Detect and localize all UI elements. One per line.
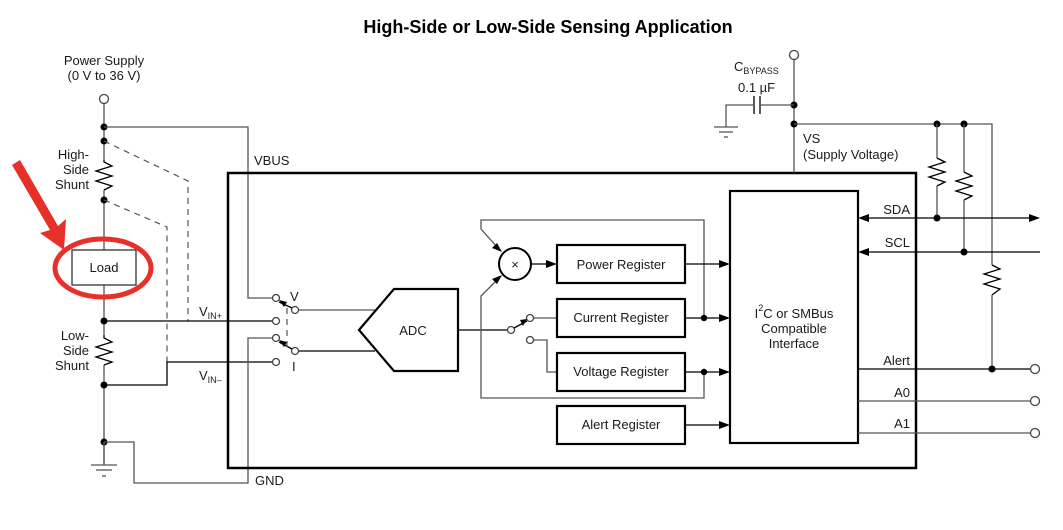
adc-label: ADC xyxy=(399,323,426,338)
current-feedback-wire xyxy=(480,219,705,318)
low-side-label-2: Side xyxy=(63,343,89,358)
switch-to-voltage-wire xyxy=(534,339,557,373)
vin-plus-label: VIN+ xyxy=(199,304,222,321)
interface-label-line3: Interface xyxy=(769,336,820,351)
register-to-interface-wires xyxy=(685,260,730,429)
mux-label-i: I xyxy=(292,359,296,374)
vbus-wire xyxy=(104,126,275,299)
low-side-label-1: Low- xyxy=(61,328,89,343)
low-side-shunt-resistor xyxy=(93,335,115,366)
voltage-register-block xyxy=(555,351,687,393)
mux-label-v: V xyxy=(290,289,299,304)
multiplier-label: × xyxy=(511,257,519,272)
vin-minus-label: VIN– xyxy=(199,368,222,385)
junction-dot xyxy=(933,214,941,222)
arrow-head xyxy=(858,248,869,256)
interface-label-line1: I2C or SMBus xyxy=(755,303,834,321)
power-supply-range: (0 V to 36 V) xyxy=(68,68,141,83)
a1-terminal xyxy=(1029,427,1041,439)
i2c-smbus-interface-block xyxy=(728,189,860,445)
junction-dot xyxy=(988,365,996,373)
cbypass-label: CBYPASS xyxy=(734,59,779,76)
high-side-label-3: Shunt xyxy=(55,177,89,192)
a0-label: A0 xyxy=(894,385,910,400)
power-supply-label: Power Supply xyxy=(64,53,145,68)
load-label: Load xyxy=(90,260,119,275)
sda-label: SDA xyxy=(883,202,910,217)
ic-package-outline xyxy=(226,171,918,470)
power-register-label: Power Register xyxy=(577,257,667,272)
current-register-label: Current Register xyxy=(573,310,669,325)
arrow-head xyxy=(858,214,869,222)
high-side-sense-dashed-2 xyxy=(103,199,168,362)
arrow-head xyxy=(492,275,502,284)
a1-label: A1 xyxy=(894,416,910,431)
scl-label: SCL xyxy=(885,235,910,250)
power-register-block xyxy=(555,243,687,285)
arrow-head xyxy=(1029,214,1040,222)
high-side-shunt-resistor xyxy=(93,160,115,191)
alert-pullup-resistor xyxy=(981,264,1003,296)
current-register-block xyxy=(555,297,687,339)
scl-pullup-resistor xyxy=(953,171,975,201)
bypass-capacitor xyxy=(714,96,794,138)
high-side-label-1: High- xyxy=(58,147,89,162)
annotation-arrow-icon xyxy=(12,160,66,250)
arrow-head xyxy=(492,243,502,252)
a0-terminal xyxy=(1029,395,1041,407)
arrow-head xyxy=(546,260,557,268)
gnd-label: GND xyxy=(255,473,284,488)
junction-dot xyxy=(960,248,968,256)
vin-minus-wire xyxy=(104,361,272,386)
interface-label-line2: Compatible xyxy=(761,321,827,336)
annotation-highlight xyxy=(12,160,154,300)
ground-symbol-left xyxy=(91,442,117,477)
sda-pullup-resistor xyxy=(926,157,948,187)
low-side-label-3: Shunt xyxy=(55,358,89,373)
cbypass-value: 0.1 µF xyxy=(738,80,775,95)
high-side-label-2: Side xyxy=(63,162,89,177)
vs-label: VS xyxy=(803,131,821,146)
voltage-register-label: Voltage Register xyxy=(573,364,669,379)
vbus-label: VBUS xyxy=(254,153,290,168)
alert-register-block xyxy=(555,404,687,446)
alert-label: Alert xyxy=(883,353,910,368)
vs-supply-terminal xyxy=(788,49,800,61)
gnd-wire xyxy=(104,337,275,484)
voltage-feedback-wire xyxy=(480,279,705,399)
load-box xyxy=(71,249,137,286)
alert-register-label: Alert Register xyxy=(582,417,661,432)
diagram-title: High-Side or Low-Side Sensing Applicatio… xyxy=(363,17,732,37)
power-supply-terminal xyxy=(98,93,110,105)
vs-description: (Supply Voltage) xyxy=(803,147,898,162)
high-side-sense-dashed xyxy=(103,140,189,321)
alert-terminal xyxy=(1029,363,1041,375)
annotation-ellipse xyxy=(52,236,154,300)
register-select-switch xyxy=(506,313,535,345)
input-mux xyxy=(271,293,300,367)
